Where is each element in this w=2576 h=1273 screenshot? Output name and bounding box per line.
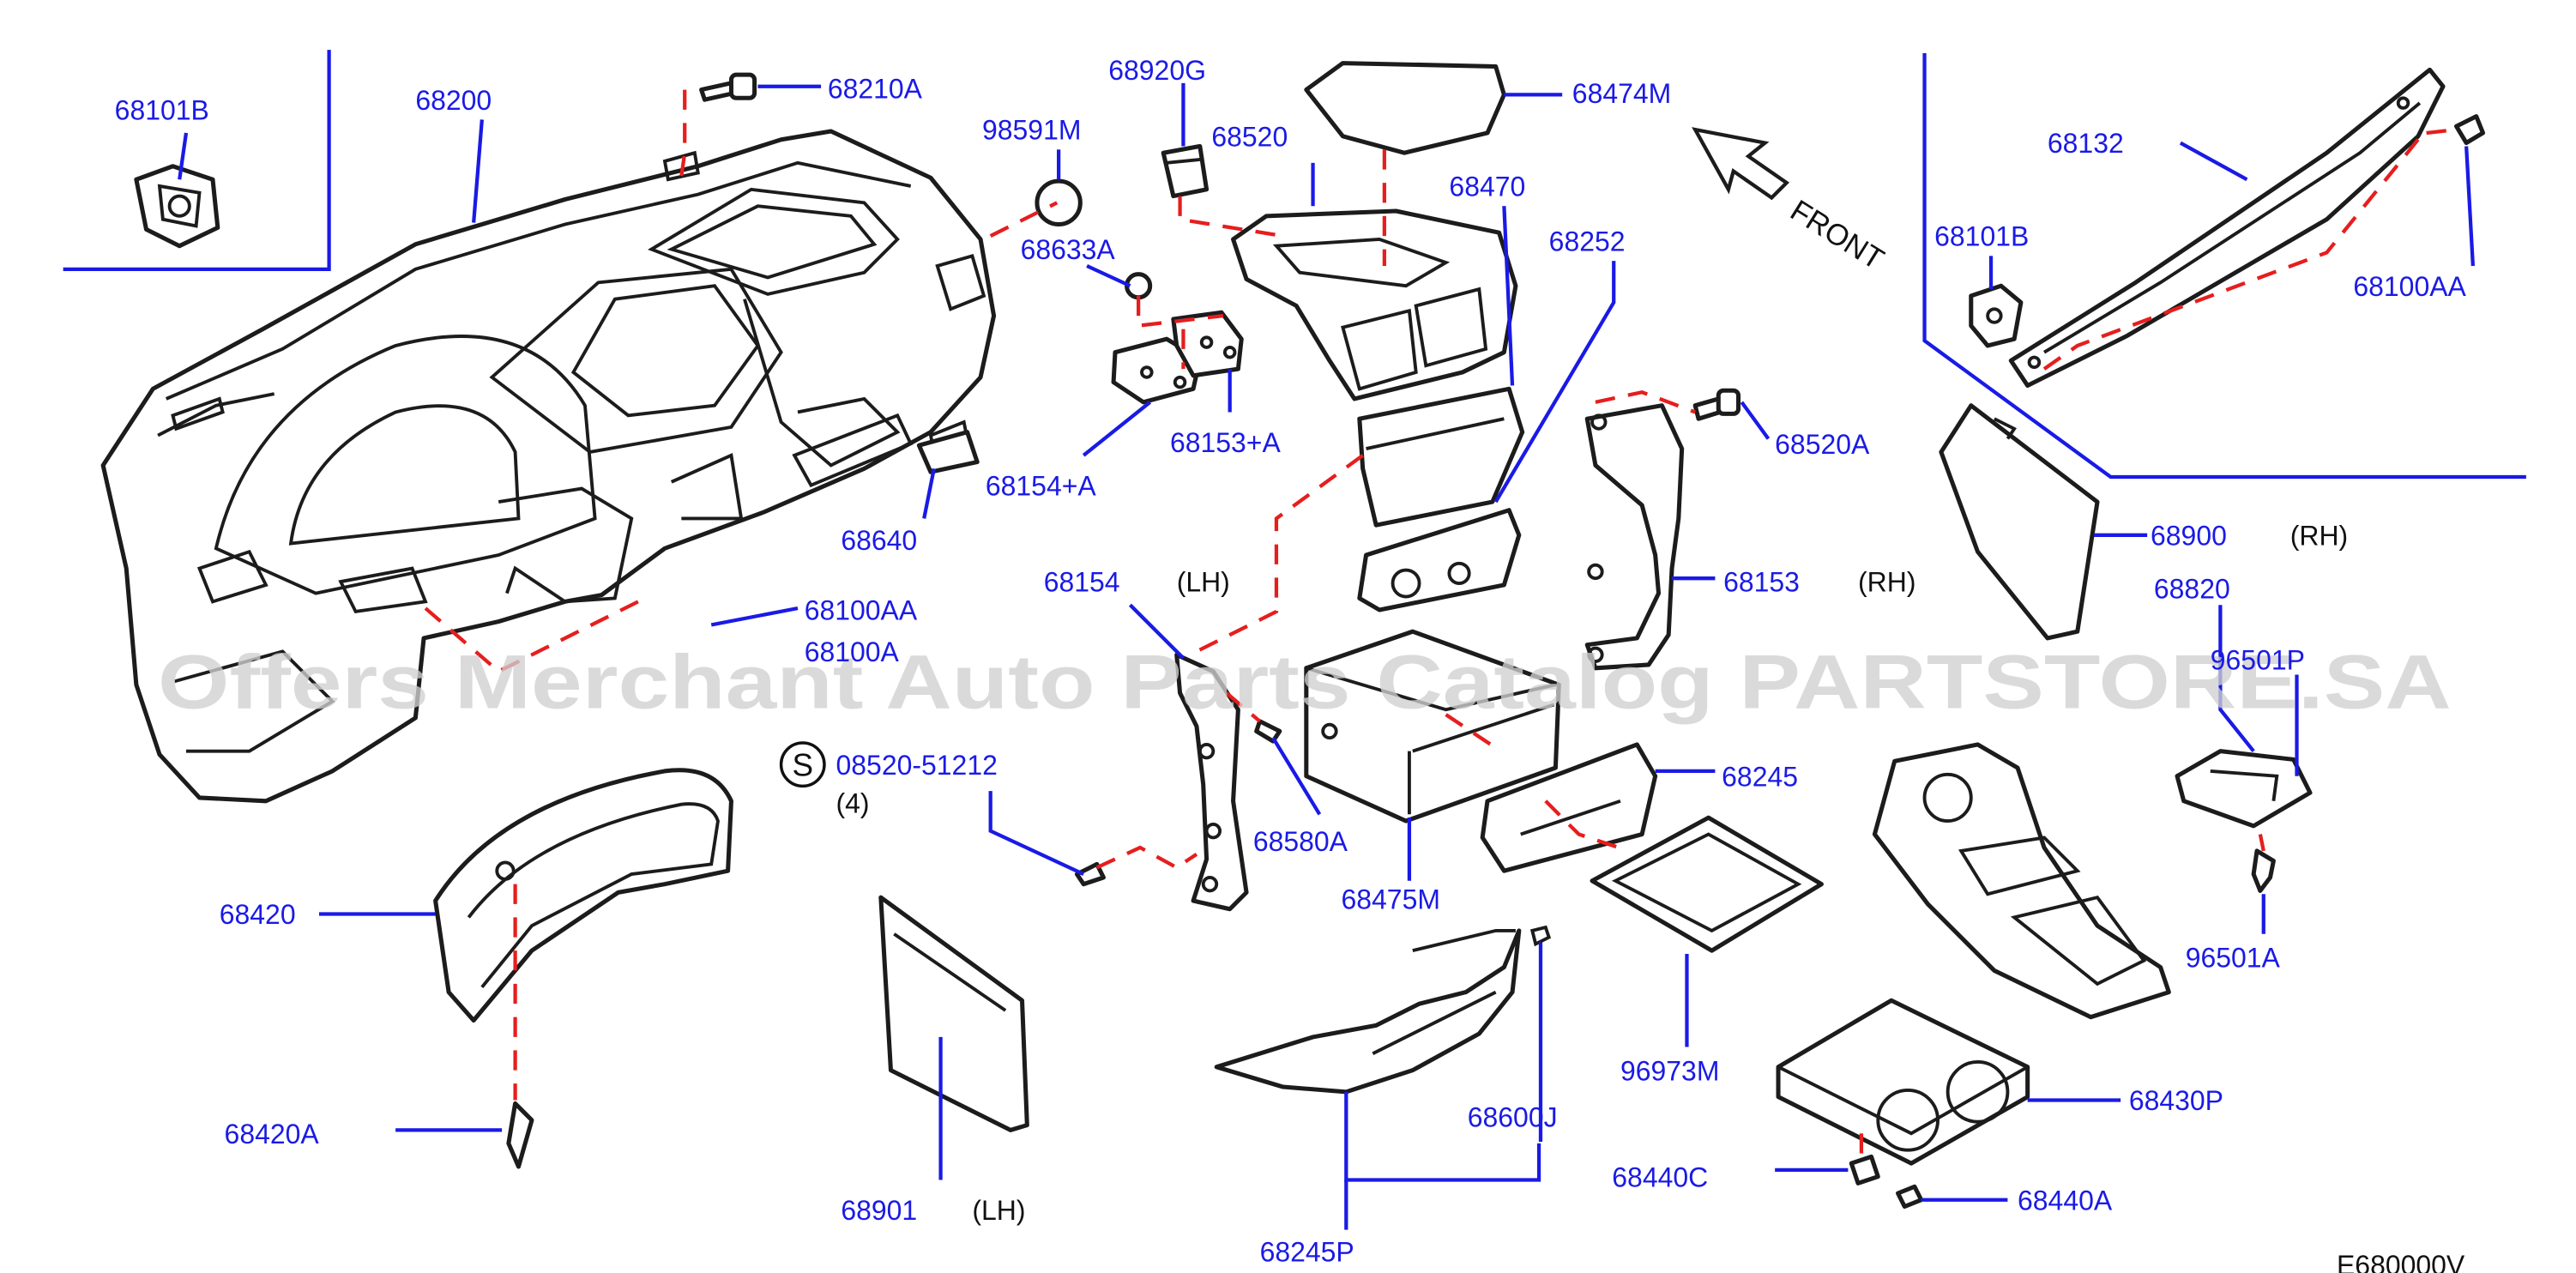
side-panel-68901 (878, 895, 1029, 1132)
tray-68245 (1480, 742, 1658, 873)
mat-96973m (1590, 815, 1824, 953)
label-68440a[interactable]: 68440A (2018, 1185, 2113, 1216)
label-68100aa-right[interactable]: 68100AA (2353, 271, 2466, 302)
bracket-68153-rh (1584, 403, 1685, 671)
leader-lines (178, 82, 2476, 1230)
label-68474m[interactable]: 68474M (1572, 78, 1671, 109)
label-68820[interactable]: 68820 (2154, 573, 2230, 604)
label-68245[interactable]: 68245 (1722, 761, 1798, 792)
label-68245p[interactable]: 68245P (1260, 1236, 1354, 1267)
label-68154[interactable]: 68154 (1044, 567, 1120, 598)
note-rh-68153: (RH) (1858, 567, 1915, 598)
diagram-code: E680000V (2337, 1250, 2465, 1273)
note-lh-68901: (LH) (972, 1195, 1025, 1226)
glove-box-68900 (1939, 403, 2100, 641)
bolt-08520-51212 (1074, 861, 1106, 887)
label-68420[interactable]: 68420 (220, 899, 296, 930)
label-68440c[interactable]: 68440C (1612, 1161, 1708, 1192)
label-68101b-left[interactable]: 68101B (115, 94, 209, 125)
s-symbol-text: S (793, 748, 814, 783)
screw-68520a (1692, 388, 1741, 421)
label-68520a[interactable]: 68520A (1775, 429, 1870, 460)
label-68153a[interactable]: 68153+A (1170, 427, 1282, 458)
clip-68920g (1161, 143, 1210, 199)
note-qty: (4) (836, 787, 870, 818)
screw-68420a (506, 1101, 534, 1169)
label-68101b-right[interactable]: 68101B (1934, 221, 2029, 252)
note-lh-68154: (LH) (1177, 567, 1230, 598)
label-68210a[interactable]: 68210A (828, 73, 923, 104)
cup-holder-68430p (1776, 998, 2030, 1166)
screw-68210a (699, 72, 757, 102)
bracket-68154-lh (1174, 652, 1249, 912)
label-98591m[interactable]: 98591M (982, 115, 1081, 146)
notes: (LH) (RH) (RH) (LH) (4) (836, 520, 2349, 1226)
label-96501p[interactable]: 96501P (2211, 645, 2305, 676)
instrument-panel-68200 (100, 129, 997, 804)
label-68920g[interactable]: 68920G (1108, 55, 1206, 86)
front-arrow (1692, 127, 1790, 201)
lid-68474m (1304, 61, 1506, 155)
label-96973m[interactable]: 96973M (1620, 1055, 1719, 1086)
s-symbol: S (779, 741, 826, 788)
brackets-68153a-68154a (1111, 272, 1244, 405)
label-96501a[interactable]: 96501A (2186, 943, 2281, 974)
label-68633a[interactable]: 68633A (1021, 234, 1116, 265)
frame-lines (63, 50, 2526, 480)
ashtray-96501p (2175, 749, 2313, 829)
label-68580a[interactable]: 68580A (1253, 826, 1348, 857)
label-68475m[interactable]: 68475M (1341, 884, 1439, 915)
console-panel (1872, 742, 2171, 1020)
label-68901[interactable]: 68901 (841, 1195, 917, 1226)
label-68153[interactable]: 68153 (1723, 567, 1800, 598)
part-labels: 68101B 68200 68210A 98591M 68920G 68520 … (115, 55, 2467, 1268)
label-68100a[interactable]: 68100A (805, 636, 900, 667)
member-68132 (2008, 67, 2446, 388)
label-68520[interactable]: 68520 (1211, 121, 1288, 152)
watermark: Offers Merchant Auto Parts Catalog PARTS… (158, 638, 2452, 724)
label-68900[interactable]: 68900 (2151, 520, 2227, 551)
label-68470[interactable]: 68470 (1449, 172, 1525, 202)
label-68430p[interactable]: 68430P (2129, 1085, 2223, 1116)
note-rh-68900: (RH) (2290, 520, 2348, 551)
cluster-lid-68420 (433, 768, 733, 1023)
label-68640[interactable]: 68640 (841, 525, 917, 556)
clip-68640 (916, 430, 980, 474)
clip-68101b-right (1969, 283, 2024, 348)
assembly-lines (424, 89, 2457, 1161)
screw-68100aa-right (2453, 114, 2486, 146)
label-68154a[interactable]: 68154+A (986, 470, 1097, 501)
screw-96501a (2251, 848, 2276, 893)
label-68200[interactable]: 68200 (415, 85, 492, 116)
clip-68101b-left (134, 164, 220, 249)
label-68252[interactable]: 68252 (1549, 226, 1626, 257)
label-08520-51212[interactable]: 08520-51212 (836, 750, 998, 781)
cap-98591m (1035, 178, 1083, 227)
label-68100aa-left[interactable]: 68100AA (805, 595, 918, 626)
finisher-68252 (1357, 386, 1525, 612)
pocket-box-68475m (1304, 629, 1561, 824)
label-68132[interactable]: 68132 (2048, 128, 2124, 159)
label-68420a[interactable]: 68420A (225, 1119, 320, 1149)
lower-finisher-68245p (1214, 925, 1552, 1095)
centre-cluster-68470 (1231, 208, 1518, 401)
front-label: FRONT (1784, 194, 1889, 277)
label-68600j[interactable]: 68600J (1468, 1102, 1558, 1133)
